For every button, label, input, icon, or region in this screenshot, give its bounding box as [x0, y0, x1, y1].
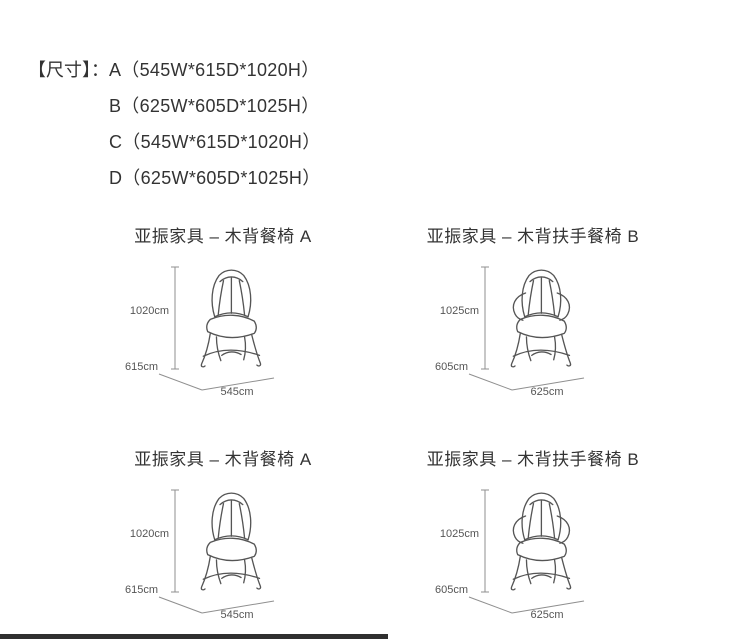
width-dimension-label: 625cm — [530, 609, 564, 621]
size-spec-lines: A（545W*615D*1020H） B（625W*605D*1025H） C（… — [109, 52, 321, 196]
size-spec-label: 【尺寸】： — [28, 60, 109, 80]
size-line-d: D（625W*605D*1025H） — [109, 168, 321, 188]
height-dimension-label: 1020cm — [129, 528, 169, 540]
size-line-b: B（625W*605D*1025H） — [109, 96, 320, 116]
product-title: 亚振家具 – 木背扶手餐椅 B — [426, 227, 640, 246]
product-title: 亚振家具 – 木背餐椅 A — [134, 227, 312, 246]
chair-arm-drawing — [468, 489, 585, 614]
depth-dimension-label: 615cm — [125, 361, 159, 373]
height-dimension-label: 1020cm — [129, 305, 169, 317]
dimension-lines — [468, 489, 585, 614]
chair-figure: 1025cm 605cm 625cm — [433, 482, 633, 624]
product-title: 亚振家具 – 木背餐椅 A — [134, 450, 312, 469]
depth-dimension-label: 605cm — [435, 584, 469, 596]
product-title: 亚振家具 – 木背扶手餐椅 B — [426, 450, 640, 469]
product-card: 亚振家具 – 木背扶手餐椅 B 1025cm 605cm 625cm — [378, 445, 688, 624]
product-diagram-grid: 亚振家具 – 木背餐椅 A 1020cm 615cm 545cm 亚振家具 – … — [68, 222, 750, 624]
size-spec-section: 【尺寸】： A（545W*615D*1020H） B（625W*605D*102… — [0, 0, 750, 196]
product-card: 亚振家具 – 木背餐椅 A 1020cm 615cm 545cm — [68, 222, 378, 401]
chair-figure: 1020cm 615cm 545cm — [123, 482, 323, 624]
height-dimension-label: 1025cm — [439, 305, 479, 317]
dimension-lines — [158, 266, 275, 391]
product-card: 亚振家具 – 木背扶手餐椅 B 1025cm 605cm 625cm — [378, 222, 688, 401]
depth-dimension-label: 615cm — [125, 584, 159, 596]
section-divider — [0, 634, 388, 639]
width-dimension-label: 545cm — [220, 386, 254, 398]
chair-line-art-icon — [510, 492, 572, 591]
width-dimension-label: 625cm — [530, 386, 564, 398]
dimension-lines — [158, 489, 275, 614]
dimension-lines — [468, 266, 585, 391]
chair-side-drawing — [158, 489, 275, 614]
height-dimension-label: 1025cm — [439, 528, 479, 540]
chair-figure: 1020cm 615cm 545cm — [123, 259, 323, 401]
width-dimension-label: 545cm — [220, 609, 254, 621]
chair-line-art-icon — [510, 269, 572, 368]
chair-line-art-icon — [200, 492, 262, 591]
chair-arm-drawing — [468, 266, 585, 391]
chair-figure: 1025cm 605cm 625cm — [433, 259, 633, 401]
product-card: 亚振家具 – 木背餐椅 A 1020cm 615cm 545cm — [68, 445, 378, 624]
size-line-a: A（545W*615D*1020H） — [109, 60, 320, 80]
size-line-c: C（545W*615D*1020H） — [109, 132, 321, 152]
chair-line-art-icon — [200, 269, 262, 368]
chair-side-drawing — [158, 266, 275, 391]
depth-dimension-label: 605cm — [435, 361, 469, 373]
